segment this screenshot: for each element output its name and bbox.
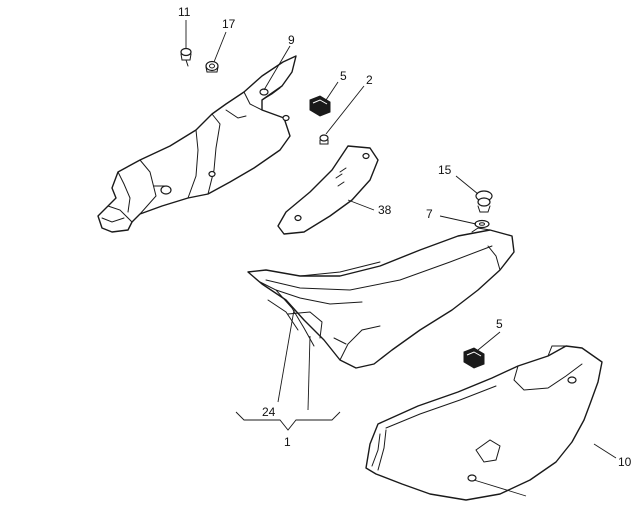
fastener-15: [475, 190, 493, 213]
tank-cover-1: [247, 227, 515, 369]
clip-nut-5-upper: [309, 95, 331, 117]
callout-1: 1: [284, 435, 291, 449]
leader-lines: [185, 20, 617, 497]
callout-15: 15: [438, 163, 452, 177]
callout-7: 7: [426, 207, 433, 221]
callout-2: 2: [366, 73, 373, 87]
clip-nut-5-lower: [463, 347, 485, 369]
callout-10: 10: [618, 455, 632, 469]
callout-5-lower: 5: [496, 317, 503, 331]
spacer-17: [205, 60, 219, 73]
callout-labels: 11 17 9 5 2 15 7 38 5 24 1 10: [178, 5, 632, 469]
callout-17: 17: [222, 17, 236, 31]
callout-38: 38: [378, 203, 392, 217]
callout-11: 11: [178, 5, 191, 19]
side-panel-bracket-9: [97, 55, 297, 233]
callout-24: 24: [262, 405, 276, 419]
washer-7: [474, 219, 490, 229]
callout-9: 9: [288, 33, 295, 47]
callout-5-upper: 5: [340, 69, 347, 83]
side-panel-10: [365, 345, 603, 501]
screw-11: [180, 47, 192, 67]
decal-38: [277, 145, 379, 235]
screw-2: [319, 134, 329, 145]
